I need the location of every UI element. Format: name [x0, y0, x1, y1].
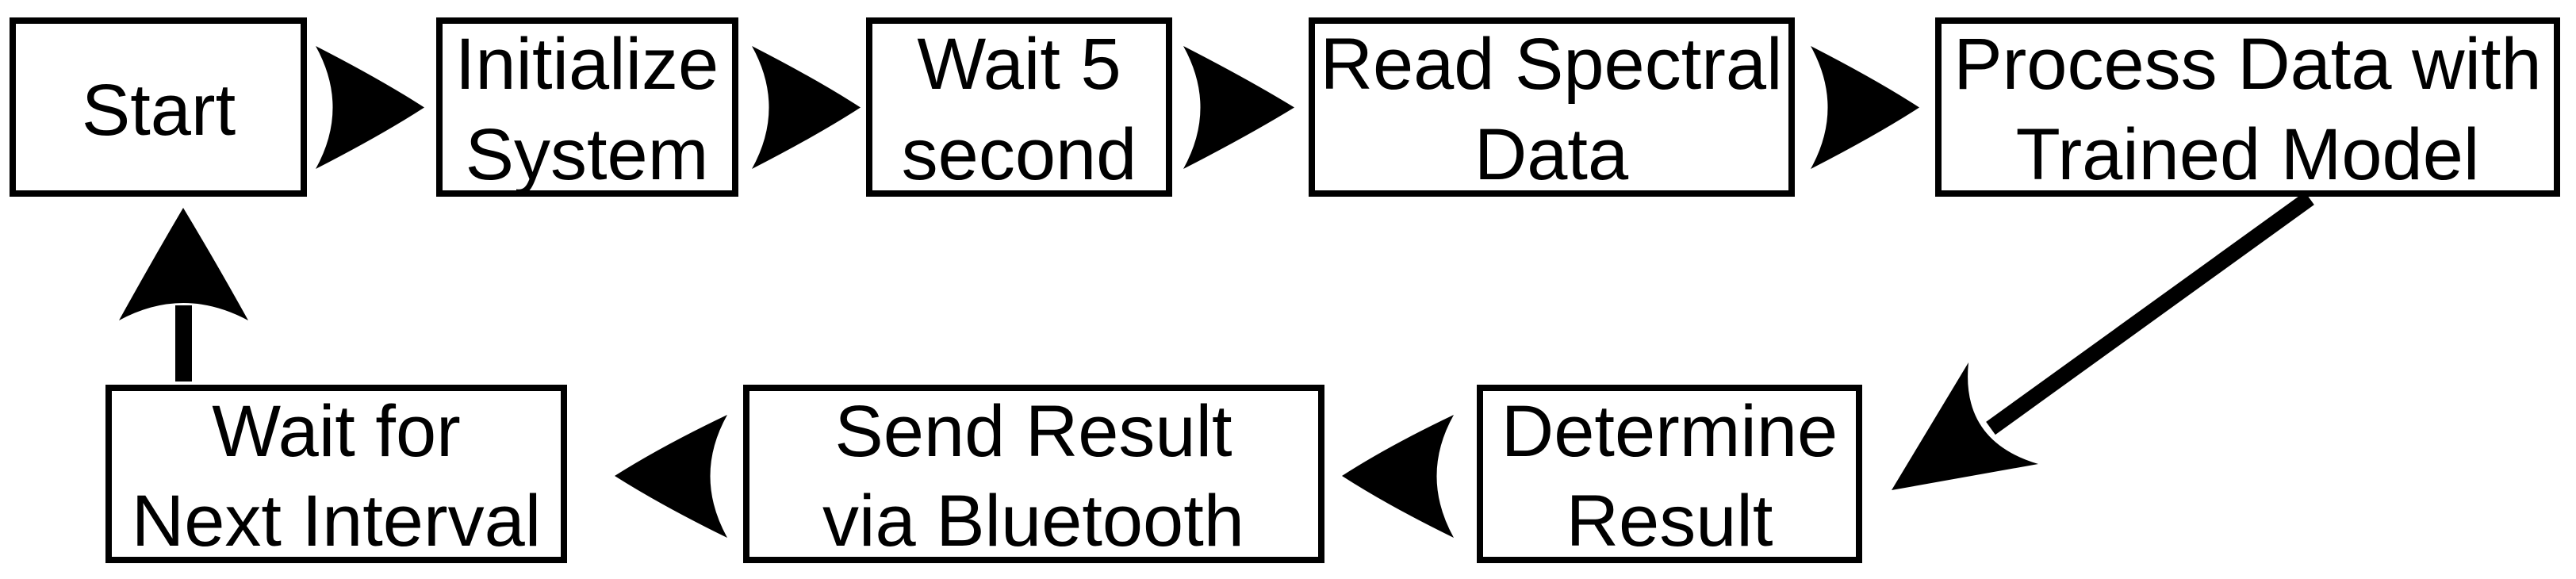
- node-wait-5-second-label-line1: Wait 5: [917, 24, 1121, 105]
- node-determine-result-label-line2: Result: [1566, 481, 1773, 562]
- node-read-spectral-data: Read Spectral Data: [1309, 17, 1795, 197]
- node-send-result-label-line2: via Bluetooth: [822, 481, 1244, 562]
- node-wait-5-second: Wait 5 second: [866, 17, 1172, 197]
- arrow-waitnext-to-start-head-icon: [119, 208, 248, 320]
- arrow-process-to-determine: [1892, 191, 2314, 490]
- node-send-result-box: [743, 385, 1324, 563]
- node-initialize-system-box: [436, 17, 738, 197]
- node-wait-5-second-label-line2: second: [902, 114, 1137, 195]
- arrow-initialize-to-wait5-icon: [752, 46, 861, 169]
- node-read-spectral-data-label-line1: Read Spectral: [1321, 24, 1783, 105]
- arrow-process-to-determine-line: [1986, 191, 2314, 435]
- node-wait-next-interval-box: [105, 385, 567, 563]
- node-process-data: Process Data with Trained Model: [1935, 17, 2560, 197]
- node-send-result: Send Result via Bluetooth: [743, 385, 1324, 563]
- node-determine-result-box: [1477, 385, 1862, 563]
- arrow-waitnext-to-start: [119, 208, 248, 382]
- node-initialize-system-label-line2: System: [466, 114, 709, 195]
- node-wait-5-second-box: [866, 17, 1172, 197]
- node-wait-next-interval: Wait for Next Interval: [105, 385, 567, 563]
- arrow-waitnext-to-start-tail: [175, 305, 192, 382]
- arrow-send-to-waitnext-icon: [615, 415, 727, 538]
- node-initialize-system-label-line1: Initialize: [455, 24, 719, 105]
- node-wait-next-interval-label-line2: Next Interval: [132, 481, 541, 562]
- arrow-read-to-process-icon: [1811, 46, 1919, 169]
- node-read-spectral-data-label-line2: Data: [1474, 114, 1629, 195]
- node-process-data-box: [1935, 17, 2560, 197]
- node-start-box: [10, 17, 307, 197]
- node-determine-result-label-line1: Determine: [1501, 391, 1838, 472]
- arrow-process-to-determine-head-icon: [1892, 362, 2038, 490]
- node-process-data-label-line1: Process Data with: [1953, 24, 2541, 105]
- node-process-data-label-line2: Trained Model: [2016, 114, 2480, 195]
- node-start: Start: [10, 17, 307, 197]
- node-determine-result: Determine Result: [1477, 385, 1862, 563]
- arrow-start-to-initialize-icon: [316, 46, 424, 169]
- node-start-label: Start: [82, 70, 236, 151]
- arrow-determine-to-send-icon: [1342, 415, 1454, 538]
- arrow-wait5-to-read-icon: [1183, 46, 1294, 169]
- node-read-spectral-data-box: [1309, 17, 1795, 197]
- node-send-result-label-line1: Send Result: [834, 391, 1232, 472]
- node-wait-next-interval-label-line1: Wait for: [212, 391, 461, 472]
- node-initialize-system: Initialize System: [436, 17, 738, 197]
